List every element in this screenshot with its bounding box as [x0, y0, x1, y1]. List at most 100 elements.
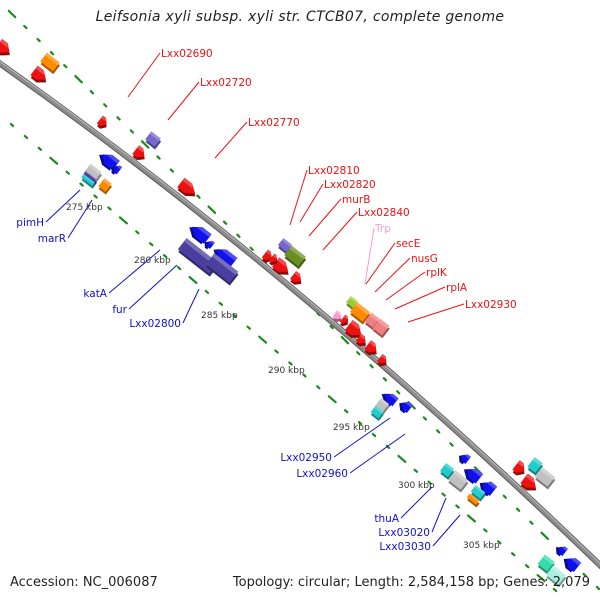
feature-highlight	[183, 238, 219, 267]
scale-tick-label: 275 kbp	[66, 203, 103, 213]
minor-tick	[552, 587, 558, 593]
feature-labels: Lxx02690Lxx02720Lxx02770Lxx02810Lxx02820…	[16, 48, 516, 553]
minor-tick	[9, 122, 15, 128]
feature-highlight	[281, 238, 293, 247]
forward-feature-label[interactable]: rplA	[446, 282, 468, 294]
feature-highlight	[377, 318, 390, 329]
feature-highlight	[45, 52, 60, 66]
minor-tick	[116, 116, 121, 121]
minor-tick	[329, 324, 334, 330]
orange-feature	[350, 302, 371, 325]
reverse-feature-label[interactable]: Lxx03020	[378, 527, 430, 539]
gray-feature	[374, 397, 390, 415]
feature-body	[40, 52, 60, 72]
scale-tick-label: 290 kbp	[268, 366, 305, 376]
leader-line	[67, 199, 93, 239]
forward-feature-label[interactable]: Lxx02770	[248, 117, 300, 129]
forward-feature-label[interactable]: secE	[396, 238, 420, 250]
mint-feature	[546, 565, 567, 588]
feature-highlight	[266, 249, 272, 256]
map-title: Leifsonia xyli subsp. xyli str. CTCB07, …	[95, 9, 505, 25]
scale-tick-label: 295 kbp	[333, 423, 370, 433]
minor-tick	[436, 429, 441, 434]
leader-line	[322, 211, 358, 251]
backbone-highlight	[0, 60, 600, 565]
feature-body	[448, 470, 468, 490]
reverse-feature-label[interactable]: Lxx03030	[379, 541, 431, 553]
leader-line	[214, 121, 248, 159]
reverse-feature-label[interactable]: pimH	[16, 217, 44, 229]
forward-feature-label[interactable]: Trp	[374, 223, 391, 235]
feature-highlight	[540, 467, 555, 481]
leader-line	[365, 242, 396, 285]
minor-tick	[49, 50, 55, 56]
forward-feature-label[interactable]: rplK	[426, 267, 448, 279]
feature-body	[535, 467, 555, 487]
minor-tick	[222, 220, 228, 225]
major-tick	[207, 205, 217, 214]
feature-body	[177, 177, 196, 194]
minor-tick	[176, 266, 182, 271]
reverse-feature-label[interactable]: thuA	[374, 513, 399, 525]
minor-tick	[382, 377, 388, 382]
gray-feature	[448, 470, 469, 493]
forward-feature-label[interactable]: Lxx02930	[465, 299, 517, 311]
cds-reverse-arrow	[563, 558, 582, 573]
forward-feature-label[interactable]: Lxx02840	[358, 207, 410, 219]
cds-forward-arrow	[0, 38, 10, 56]
reverse-feature-label[interactable]: Lxx02950	[280, 452, 332, 464]
feature-highlight	[487, 482, 498, 490]
feature-highlight	[444, 462, 455, 472]
feature-body	[350, 302, 370, 322]
feature-body	[345, 296, 359, 308]
forward-feature-label[interactable]: Lxx02690	[161, 48, 213, 60]
minor-tick	[369, 364, 374, 369]
major-tick	[536, 574, 546, 583]
feature-highlight	[355, 302, 370, 316]
minor-tick	[510, 552, 516, 557]
reverse-feature-label[interactable]: marR	[38, 233, 66, 245]
major-tick	[340, 335, 350, 345]
orange-feature	[98, 178, 112, 195]
forward-feature-label[interactable]: nusG	[411, 253, 438, 265]
feature-highlight	[149, 131, 161, 142]
feature-body	[546, 565, 566, 585]
feature-highlight	[359, 333, 365, 340]
minor-tick	[357, 421, 363, 426]
leader-line	[108, 249, 161, 294]
minor-tick	[413, 468, 419, 473]
feature-body	[272, 257, 289, 272]
minor-tick	[449, 442, 454, 447]
feature-highlight	[405, 402, 414, 408]
accession-text: Accession: NC_006087	[10, 575, 158, 590]
cds-reverse-arrow	[399, 402, 414, 414]
minor-tick	[396, 390, 401, 395]
cds-forward-arrow	[377, 353, 387, 367]
major-tick	[466, 514, 476, 523]
minor-tick	[169, 168, 174, 173]
feature-body	[466, 493, 480, 505]
forward-feature-label[interactable]: murB	[342, 194, 370, 206]
leader-line	[333, 417, 391, 458]
reverse-feature-label[interactable]: fur	[112, 304, 127, 316]
slate-feature	[205, 253, 239, 286]
cds-forward-arrow	[272, 257, 289, 275]
feature-highlight	[84, 171, 97, 181]
minor-tick	[135, 230, 140, 235]
lavender-feature	[145, 131, 162, 150]
cds-reverse-arrow	[99, 154, 120, 171]
minor-tick	[288, 361, 293, 366]
cds-forward-arrow	[364, 340, 377, 356]
reverse-feature-label[interactable]: katA	[83, 288, 107, 300]
feature-body	[84, 163, 102, 181]
forward-feature-label[interactable]: Lxx02820	[324, 179, 376, 191]
reverse-feature-label[interactable]: Lxx02800	[129, 318, 181, 330]
minor-tick	[422, 416, 428, 421]
cds-forward-arrow	[96, 115, 107, 129]
cds-forward-arrow	[132, 145, 145, 161]
forward-feature-label[interactable]: Lxx02810	[308, 165, 360, 177]
olive-feature	[284, 245, 307, 270]
forward-feature-label[interactable]: Lxx02720	[200, 77, 252, 89]
reverse-feature-label[interactable]: Lxx02960	[296, 468, 348, 480]
